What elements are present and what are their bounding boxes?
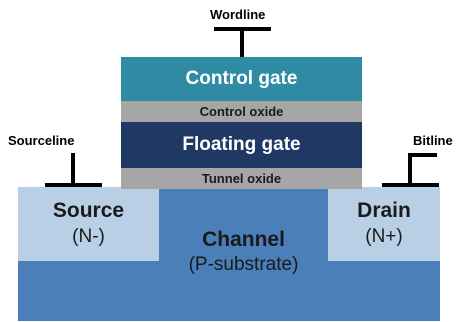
channel-region: Channel (P-substrate) <box>159 222 328 282</box>
channel-label: Channel <box>202 228 285 251</box>
drain-region: Drain (N+) <box>328 187 440 261</box>
source-label: Source <box>52 199 125 222</box>
wordline-label: Wordline <box>210 7 266 22</box>
sourceline-contact <box>45 183 102 187</box>
control-gate-label: Control gate <box>185 68 298 89</box>
control-gate-layer: Control gate <box>121 57 362 101</box>
bitline-label: Bitline <box>413 133 453 148</box>
control-oxide-label: Control oxide <box>199 104 284 119</box>
control-oxide-layer: Control oxide <box>121 101 362 122</box>
floating-gate-layer: Floating gate <box>121 122 362 168</box>
wordline-wire <box>240 27 244 57</box>
bitline-wire-horizontal <box>408 153 437 157</box>
source-region: Source (N-) <box>18 187 159 261</box>
tunnel-oxide-layer: Tunnel oxide <box>121 168 362 189</box>
p-substrate-label: (P-substrate) <box>188 254 299 275</box>
bitline-wire-vertical <box>408 153 412 185</box>
floating-gate-label: Floating gate <box>182 134 301 155</box>
bitline-contact <box>382 183 439 187</box>
source-doping-label: (N-) <box>72 226 105 247</box>
sourceline-wire <box>71 153 75 185</box>
drain-label: Drain <box>357 199 411 222</box>
tunnel-oxide-label: Tunnel oxide <box>201 171 282 186</box>
sourceline-label: Sourceline <box>8 133 75 148</box>
drain-doping-label: (N+) <box>365 226 403 247</box>
